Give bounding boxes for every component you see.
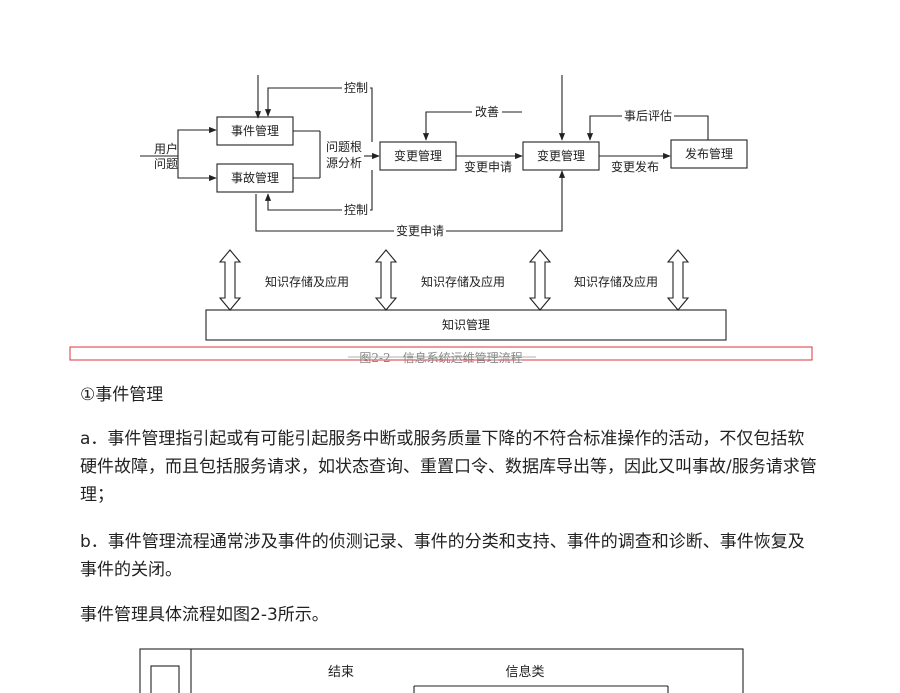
change-release-label: 变更发布 (611, 159, 659, 174)
knowledge-storage-label-1: 知识存储及应用 (265, 274, 349, 289)
change-mgmt-box-2: 变更管理 (537, 148, 585, 163)
root-cause-label-1: 问题根 (326, 140, 362, 154)
knowledge-storage-label-3: 知识存储及应用 (574, 274, 658, 289)
post-eval-label: 事后评估 (624, 109, 672, 123)
improve-label: 改善 (475, 104, 499, 119)
figure-caption: 图2-2 信息系统运维管理流程 (359, 350, 522, 365)
root-cause-label-2: 源分析 (326, 156, 362, 170)
control-top-label: 控制 (344, 81, 368, 95)
section-heading: ①事件管理 (80, 385, 164, 405)
incident-mgmt-box: 事故管理 (231, 170, 279, 185)
caption-selection-box[interactable] (69, 346, 813, 361)
info-category-label: 信息类 (505, 664, 544, 680)
change-request-label-2: 变更申请 (396, 223, 444, 238)
end-label: 结束 (328, 665, 354, 680)
release-mgmt-box: 发布管理 (685, 146, 733, 161)
paragraph-a: a．事件管理指引起或有可能引起服务中断或服务质量下降的不符合标准操作的活动，不仅… (80, 429, 817, 505)
change-mgmt-box-1: 变更管理 (394, 148, 442, 163)
knowledge-mgmt-box: 知识管理 (442, 317, 490, 332)
event-mgmt-box: 事件管理 (231, 123, 279, 138)
user-label-2: 问题 (154, 157, 178, 171)
knowledge-storage-label-2: 知识存储及应用 (421, 274, 505, 289)
control-bottom-label: 控制 (344, 203, 368, 217)
user-label-1: 用户 (154, 141, 178, 156)
paragraph-b: b．事件管理流程通常涉及事件的侦测记录、事件的分类和支持、事件的调查和诊断、事件… (80, 532, 805, 580)
paragraph-c: 事件管理具体流程如图2-3所示。 (80, 605, 329, 625)
change-request-label-1: 变更申请 (464, 159, 512, 174)
